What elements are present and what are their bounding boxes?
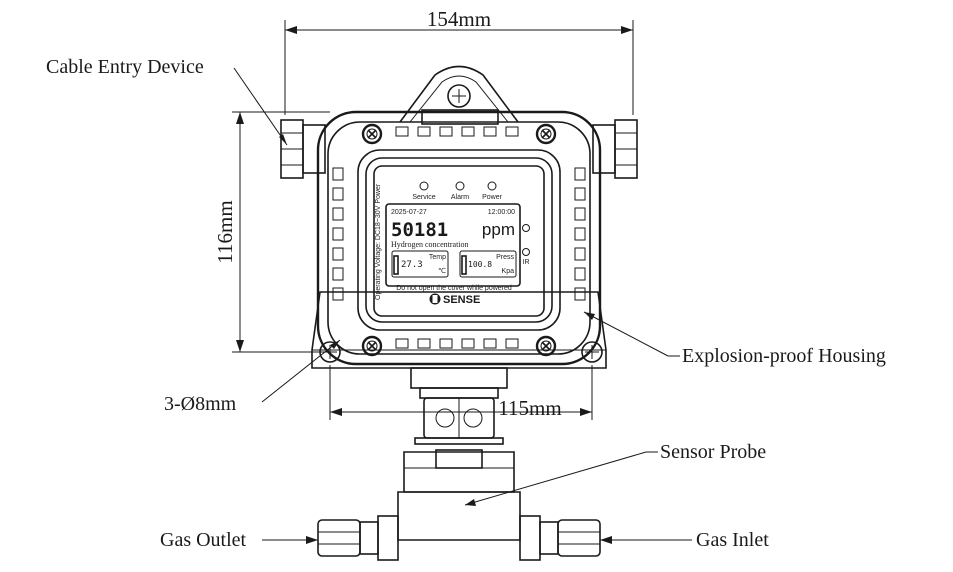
ir-label: IR: [523, 259, 530, 266]
housing-tooth: [332, 207, 344, 221]
cable-entry-right: [592, 119, 638, 179]
housing-tooth: [332, 187, 344, 201]
cable-entry-left: [280, 119, 326, 179]
housing-tooth: [505, 338, 519, 349]
housing-tooth: [574, 207, 586, 221]
sensor-probe-label: Sensor Probe: [660, 441, 766, 463]
probe-connector: [410, 367, 508, 445]
housing-tooth: [417, 338, 431, 349]
housing-tooth: [483, 338, 497, 349]
housing-tooth: [574, 247, 586, 261]
gas-fittings: [317, 515, 601, 561]
hole-spacing-dimension: [329, 365, 593, 420]
height-dimension-text: 116mm: [213, 200, 237, 263]
gas-outlet-label: Gas Outlet: [160, 529, 247, 551]
housing-screws: [361, 123, 557, 357]
housing-tooth: [417, 126, 431, 137]
housing-tooth: [439, 338, 453, 349]
temp-label: Temp: [429, 254, 446, 261]
housing-tooth: [505, 126, 519, 137]
hole-spacing-text: 115mm: [498, 396, 561, 420]
height-dimension: [232, 111, 330, 353]
warning-text: Do not open the cover while powered: [396, 285, 512, 292]
width-dimension: [284, 20, 634, 115]
housing-tooth: [395, 338, 409, 349]
explosion-proof-housing: [316, 110, 602, 366]
temp-unit: ℃: [438, 268, 446, 275]
display-panel: Service Alarm Power 2025-07-27 12:00:00 …: [373, 165, 545, 317]
housing-tooth: [439, 126, 453, 137]
lcd-time: 12:00:00: [488, 209, 515, 216]
ir-sensor-icon: [522, 248, 530, 256]
led-service-indicator: [419, 181, 429, 191]
housing-label: Explosion-proof Housing: [682, 345, 886, 367]
leader-lines: [233, 67, 692, 544]
housing-tooth: [332, 267, 344, 281]
housing-tooth: [574, 267, 586, 281]
lcd-gas-name: Hydrogen concentration: [391, 240, 469, 249]
width-dimension-text: 154mm: [427, 7, 491, 31]
temp-value: 27.3: [401, 260, 423, 270]
led-power-indicator: [487, 181, 497, 191]
housing-tooth: [395, 126, 409, 137]
temp-box: [391, 250, 449, 278]
press-box: [459, 250, 517, 278]
gas-inlet-label: Gas Inlet: [696, 529, 769, 551]
housing-tooth: [574, 227, 586, 241]
housing-tooth: [332, 287, 344, 301]
housing-tooth: [574, 287, 586, 301]
press-label: Press: [496, 254, 514, 261]
housing-tooth: [332, 247, 344, 261]
housing-tooth: [574, 187, 586, 201]
led-service-label: Service: [412, 194, 435, 201]
lcd-date: 2025-07-27: [391, 209, 427, 216]
side-voltage-text: Operating Voltage: DC18~30V Power: [375, 183, 382, 300]
top-mounting-ear: [399, 65, 519, 125]
cable-entry-label: Cable Entry Device: [46, 56, 204, 78]
press-value: 100.8: [468, 260, 492, 269]
led-power-label: Power: [482, 194, 503, 201]
housing-tooth: [332, 227, 344, 241]
brand-logo-icon: [429, 293, 441, 305]
mounting-base: [311, 291, 607, 369]
press-unit: Kpa: [502, 268, 515, 275]
lcd-reading: 50181: [391, 219, 448, 241]
housing-tooth: [461, 338, 475, 349]
led-alarm-label: Alarm: [451, 194, 469, 201]
housing-tooth: [461, 126, 475, 137]
led-alarm-indicator: [455, 181, 465, 191]
hole-label: 3-Ø8mm: [164, 393, 237, 415]
housing-tooth: [574, 167, 586, 181]
sensor-probe-body: [397, 449, 521, 541]
lcd-unit: ppm: [482, 220, 515, 239]
brand-text: SENSE: [443, 294, 480, 306]
housing-tooth: [483, 126, 497, 137]
magnet-key-icon: [522, 224, 530, 232]
housing-tooth: [332, 167, 344, 181]
